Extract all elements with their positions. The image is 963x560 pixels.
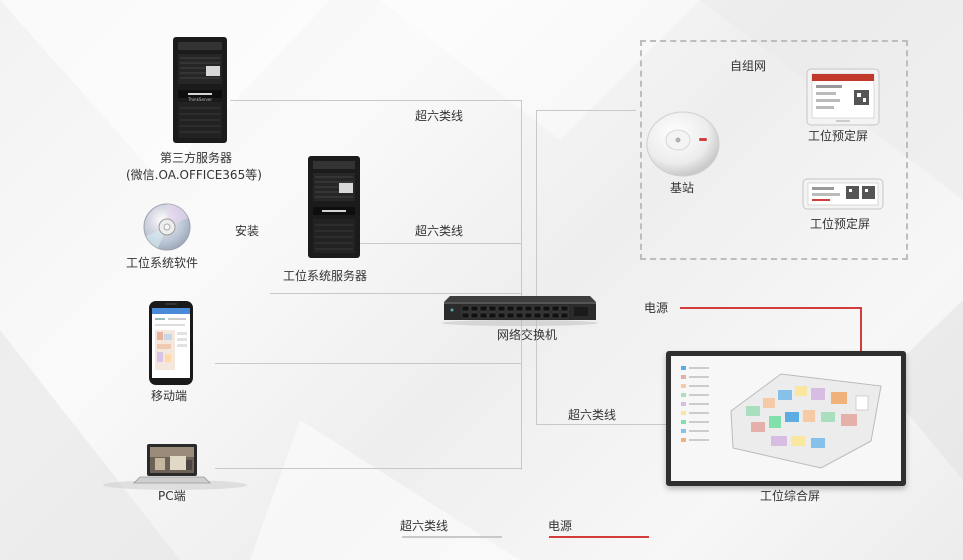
power-line-horizontal xyxy=(680,307,862,309)
self-network-box xyxy=(640,40,908,260)
cable-line-to-overview xyxy=(536,424,666,425)
server-brand-text: ThinkServer xyxy=(187,97,212,102)
base-station-icon xyxy=(646,111,720,177)
cable-trunk-left xyxy=(521,100,522,470)
third-party-server-label: 第三方服务器 xyxy=(160,151,233,165)
mobile-phone-icon xyxy=(149,301,193,385)
pc-laptop-icon xyxy=(103,444,247,490)
cable-line-server-top xyxy=(230,100,522,101)
overview-screen-label: 工位综合屏 xyxy=(760,489,821,503)
switch-label: 网络交换机 xyxy=(497,328,558,342)
overview-screen-frame xyxy=(666,351,906,486)
cable-line-pc xyxy=(215,468,522,469)
reserve-screen-label-1: 工位预定屏 xyxy=(808,129,869,143)
system-server-label: 工位系统服务器 xyxy=(283,269,368,283)
self-network-label: 自组网 xyxy=(730,59,767,73)
base-station-label: 基站 xyxy=(670,181,695,195)
reserve-screen-icon-1 xyxy=(806,68,880,126)
cable-label-mid: 超六类线 xyxy=(415,224,464,238)
third-party-server-sublabel: (微信.OA.OFFICE365等) xyxy=(126,168,262,182)
mobile-label: 移动端 xyxy=(151,389,188,403)
power-label: 电源 xyxy=(644,301,669,315)
third-party-server-icon: ThinkServer xyxy=(173,37,227,143)
cable-line-mobile xyxy=(215,363,522,364)
network-switch-icon xyxy=(442,296,598,326)
cable-label-bottom: 超六类线 xyxy=(568,408,617,422)
cable-line-software xyxy=(270,293,522,294)
cable-label-top: 超六类线 xyxy=(415,109,464,123)
system-server-icon xyxy=(308,156,360,258)
install-label: 安装 xyxy=(235,224,260,238)
software-disc-icon xyxy=(143,203,191,251)
overview-screen-map xyxy=(671,356,901,481)
power-line-vertical xyxy=(860,307,862,352)
reserve-screen-label-2: 工位预定屏 xyxy=(810,217,871,231)
pc-label: PC端 xyxy=(158,489,186,503)
cable-trunk-right xyxy=(536,110,537,425)
legend-power-label: 电源 xyxy=(548,519,573,533)
legend-cable-swatch xyxy=(402,536,502,538)
cable-line-to-network xyxy=(536,110,636,111)
cable-line-system-server xyxy=(360,243,522,244)
legend-cable-label: 超六类线 xyxy=(400,519,449,533)
reserve-screen-icon-2 xyxy=(802,178,884,210)
legend-power-swatch xyxy=(549,536,649,538)
software-label: 工位系统软件 xyxy=(126,256,199,270)
